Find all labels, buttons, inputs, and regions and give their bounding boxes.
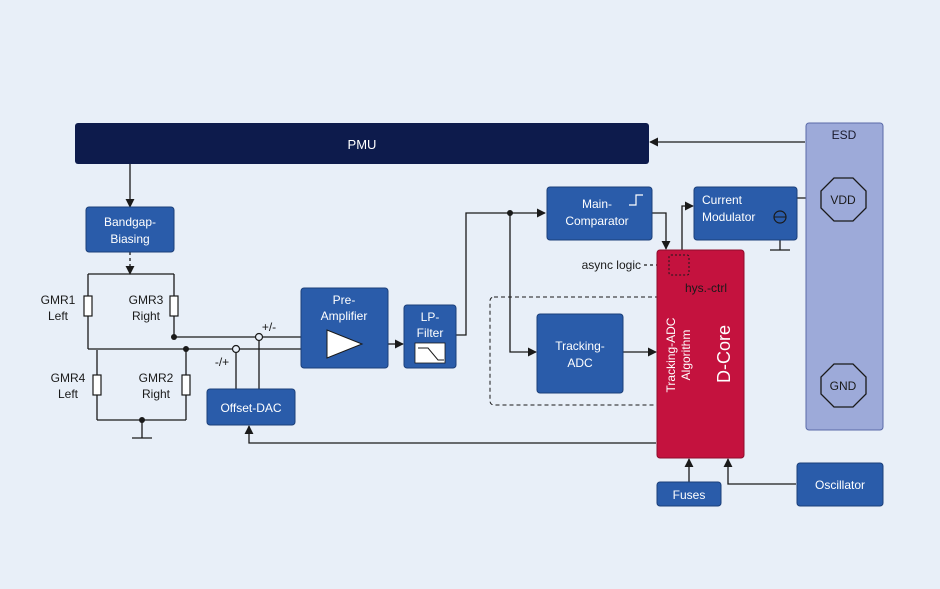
fuses-block (656, 481, 722, 507)
preamp-label-line1: Pre- (333, 293, 356, 307)
summing-node-minus (231, 344, 241, 354)
pmu-block (75, 123, 649, 164)
algorithm-label-line1: Tracking-ADC (664, 317, 678, 392)
gnd-label: GND (830, 379, 857, 393)
gmr3-label-line1: GMR3 (129, 293, 164, 307)
vdd-label: VDD (830, 193, 856, 207)
tracking-region (489, 296, 701, 406)
wire-dcore-offsetdac (244, 425, 656, 444)
gmr3-label-line2: Right (132, 309, 161, 323)
resistor-gmr2 (181, 374, 191, 396)
comparator-label-line1: Main- (582, 197, 612, 211)
gmr4-label-line1: GMR4 (51, 371, 86, 385)
gmr2-label-line1: GMR2 (139, 371, 174, 385)
current-modulator-block (693, 186, 798, 241)
oscillator-block (796, 462, 884, 507)
junction-dot (183, 346, 189, 352)
dcore-block (656, 249, 745, 459)
preamp-block (300, 287, 389, 369)
wire-oscillator-dcore (723, 458, 796, 485)
lowpass-filter-icon (414, 342, 446, 364)
pmu-label: PMU (348, 137, 377, 152)
gmr4-label-line2: Left (58, 387, 79, 401)
wire-dcore-modulator (681, 201, 694, 250)
lpfilter-label-line2: Filter (417, 326, 444, 340)
lpfilter-label-line1: LP- (421, 310, 440, 324)
tracking-adc-label-line2: ADC (567, 356, 593, 370)
fuses-label: Fuses (673, 488, 706, 502)
bandgap-label-line1: Bandgap- (104, 215, 156, 229)
wire-comparator-dcore (652, 212, 671, 250)
gnd-pad (820, 363, 867, 408)
gmr1-label-line2: Left (48, 309, 69, 323)
summing-nodes (231, 332, 264, 354)
resistor-gmr1 (83, 295, 93, 317)
oscillator-label: Oscillator (815, 478, 865, 492)
preamp-label-line2: Amplifier (321, 309, 368, 323)
async-logic-box (668, 254, 690, 276)
resistor-gmr4 (92, 374, 102, 396)
algorithm-label-line2: Algorithm (679, 330, 693, 381)
offset-dac-label: Offset-DAC (220, 401, 281, 415)
amplifier-triangle-icon (326, 329, 364, 359)
modulator-label-line1: Current (702, 193, 743, 207)
annotations: GMR1 Left GMR3 Right GMR4 Left GMR2 Righ… (41, 258, 727, 401)
vdd-pad (820, 177, 867, 222)
junction-dot (507, 210, 513, 216)
comparator-label-line2: Comparator (565, 214, 628, 228)
resistors (83, 295, 191, 396)
junction-dot (171, 334, 177, 340)
tracking-adc-block (536, 313, 624, 394)
wire-lpfilter-comparator (456, 208, 546, 336)
async-logic-label: async logic (582, 258, 641, 272)
esd-label: ESD (832, 128, 857, 142)
modulator-label-line2: Modulator (702, 210, 755, 224)
junction-dot (139, 417, 145, 423)
current-source-icon (773, 210, 787, 224)
wire-to-tracking-adc (509, 213, 537, 357)
tracking-adc-label-line1: Tracking- (555, 339, 605, 353)
dcore-label: D-Core (714, 325, 734, 383)
resistor-gmr3 (169, 295, 179, 317)
step-signal-icon (629, 194, 643, 206)
bandgap-label-line2: Biasing (110, 232, 149, 246)
comparator-block (546, 186, 653, 241)
offset-dac-block (206, 388, 296, 426)
junctions (139, 210, 513, 423)
plus-minus-label: +/- (262, 320, 276, 334)
minus-plus-label: -/+ (215, 355, 229, 369)
gmr1-label-line1: GMR1 (41, 293, 76, 307)
summing-node-plus (254, 332, 264, 342)
bandgap-block (85, 206, 175, 253)
hys-ctrl-label: hys.-ctrl (685, 281, 727, 295)
gmr2-label-line2: Right (142, 387, 171, 401)
